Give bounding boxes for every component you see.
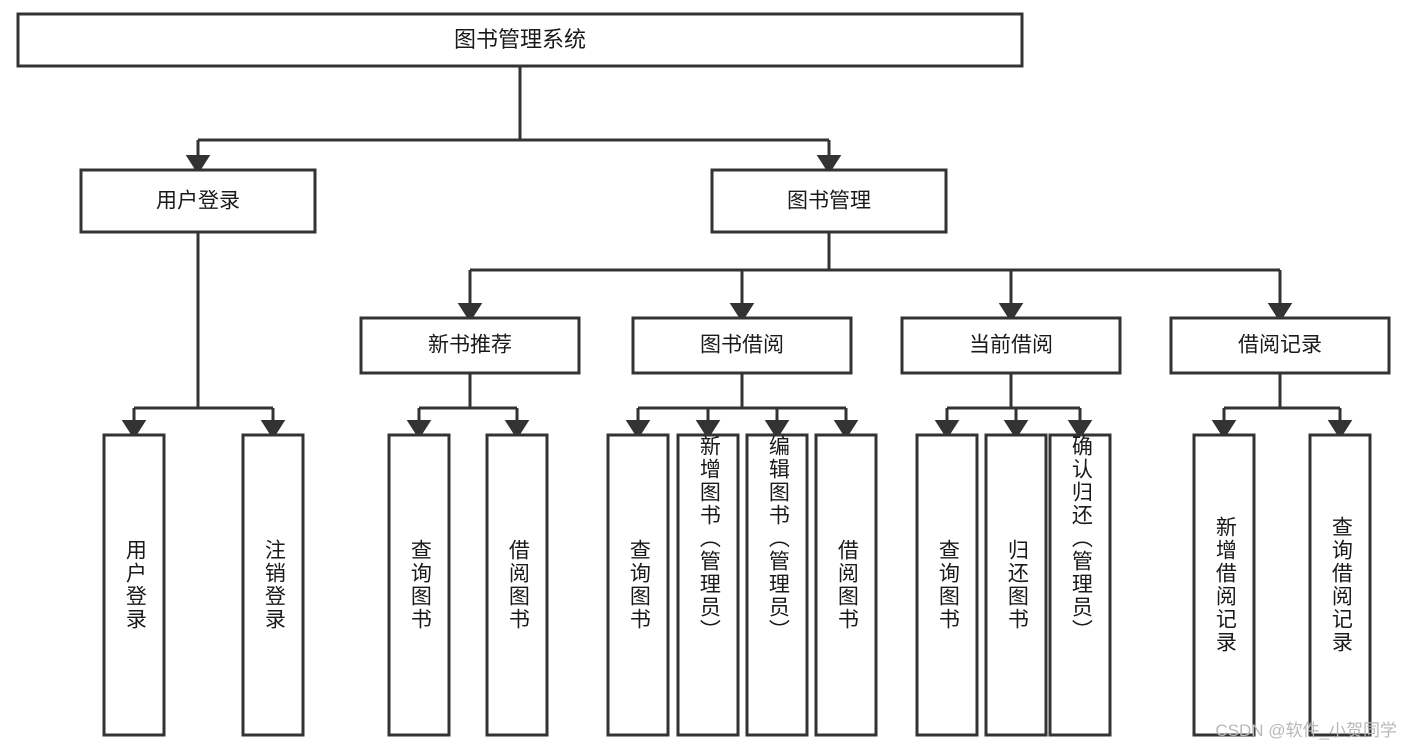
node-leaf-add-record-box[interactable] (1192, 433, 1256, 737)
node-root[interactable]: 图书管理系统 (16, 12, 1024, 68)
watermark: CSDN @软件_小贺同学 (1215, 721, 1397, 740)
connector-group-book-borrow (625, 373, 859, 440)
node-book-manage[interactable]: 图书管理 (710, 168, 948, 234)
node-root-box[interactable] (16, 12, 1024, 68)
node-user-login-label: 用户登录 (156, 190, 240, 213)
node-leaf-confirm-return-box[interactable] (1048, 433, 1112, 737)
node-leaf-query-book-2-box[interactable] (606, 433, 670, 737)
connector-group-user-login (121, 232, 286, 440)
node-leaf-logout-box[interactable] (241, 433, 305, 737)
node-leaf-edit-book-box[interactable] (745, 433, 809, 737)
node-borrow-record[interactable]: 借阅记录 (1169, 316, 1391, 375)
node-book-borrow[interactable]: 图书借阅 (631, 316, 853, 375)
node-new-book-recommend-box[interactable] (359, 316, 581, 375)
connector-group-borrow-record (1211, 373, 1353, 440)
node-new-book-recommend[interactable]: 新书推荐 (359, 316, 581, 375)
node-leaf-add-book-box[interactable] (676, 433, 740, 737)
connector-group-book-manage (457, 232, 1293, 323)
connector-group-current-borrow (934, 373, 1093, 440)
node-leaf-borrow-book-1-box[interactable] (485, 433, 549, 737)
node-borrow-record-label: 借阅记录 (1238, 334, 1322, 357)
node-root-label: 图书管理系统 (454, 27, 586, 52)
node-user-login-box[interactable] (79, 168, 317, 234)
node-book-manage-label: 图书管理 (787, 190, 871, 213)
node-leaf-query-record-box[interactable] (1308, 433, 1372, 737)
node-current-borrow-label: 当前借阅 (969, 334, 1053, 357)
node-user-login[interactable]: 用户登录 (79, 168, 317, 234)
node-new-book-recommend-label: 新书推荐 (428, 334, 512, 357)
node-leaf-borrow-book-2-box[interactable] (814, 433, 878, 737)
node-leaf-user-login-box[interactable] (102, 433, 166, 737)
node-book-borrow-label: 图书借阅 (700, 334, 784, 357)
node-leaf-query-book-1-box[interactable] (387, 433, 451, 737)
node-borrow-record-box[interactable] (1169, 316, 1391, 375)
connector-group-new-book-recommend (406, 373, 530, 440)
connector-group-root (185, 66, 842, 175)
node-leaf-query-book-3-box[interactable] (915, 433, 979, 737)
node-leaf-return-book-box[interactable] (984, 433, 1048, 737)
node-current-borrow-box[interactable] (900, 316, 1122, 375)
node-current-borrow[interactable]: 当前借阅 (900, 316, 1122, 375)
node-book-borrow-box[interactable] (631, 316, 853, 375)
node-book-manage-box[interactable] (710, 168, 948, 234)
